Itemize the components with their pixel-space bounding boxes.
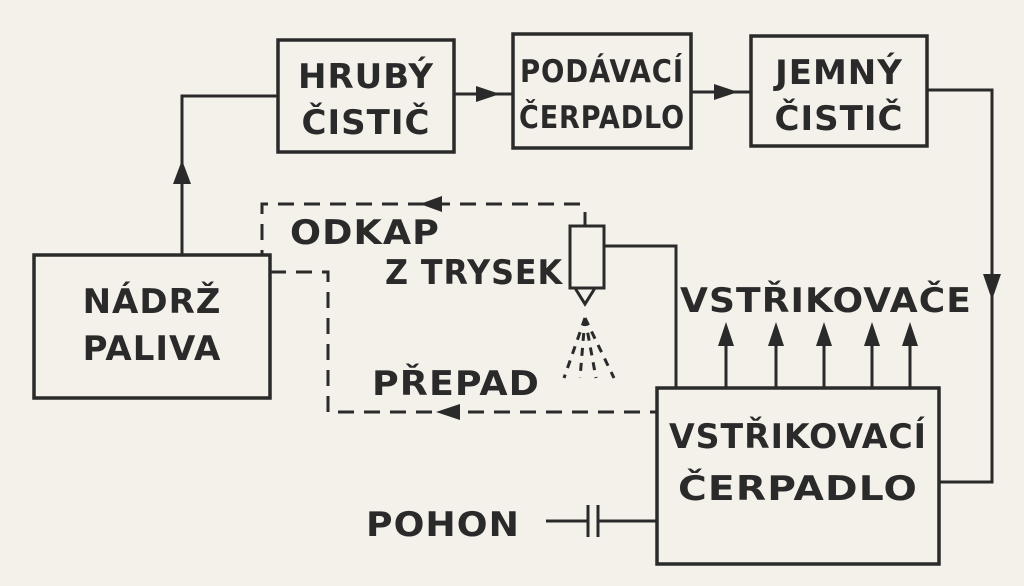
injector-outputs	[718, 322, 918, 388]
injection-pump-label-line1: VSTŘIKOVACÍ	[669, 416, 927, 457]
feed-pump-label-line1: PODÁVACÍ	[520, 54, 684, 90]
line-nozzle-drain-return	[260, 202, 580, 255]
tank-box	[32, 253, 272, 400]
arrow-right-2	[714, 84, 738, 100]
nozzle	[562, 212, 616, 379]
fine-filter-label-line1: JEMNÝ	[773, 52, 903, 93]
nozzle-drain-label-2: Z TRYSEK	[385, 253, 564, 293]
arrow-right-1	[476, 86, 500, 102]
injectors-label: VSTŘIKOVAČE	[680, 280, 972, 321]
tank-label-line2: PALIVA	[83, 329, 222, 369]
arrow-nozzle-drain	[420, 196, 442, 212]
overflow-label: PŘEPAD	[372, 363, 540, 404]
coarse-filter-label-line1: HRUBÝ	[298, 56, 434, 97]
nozzle-drain-label-1: ODKAP	[290, 213, 440, 253]
feed-pump-label-line2: ČERPADLO	[519, 99, 685, 136]
tank-label-line1: NÁDRŽ	[83, 281, 222, 322]
fine-filter-label-line2: ČISTIČ	[775, 98, 904, 139]
drive-label: POHON	[366, 505, 520, 545]
arrow-overflow	[436, 404, 460, 420]
line-nozzle-to-pump	[604, 244, 678, 388]
line-overflow-return	[270, 270, 657, 414]
arrow-down-right-side	[983, 274, 1001, 300]
injection-pump-label-line2: ČERPADLO	[678, 468, 918, 509]
coarse-filter-label-line2: ČISTIČ	[302, 102, 431, 143]
injection-pump-box	[655, 386, 941, 566]
line-tank-to-coarse-filter	[180, 94, 278, 255]
drive-coupling	[546, 505, 657, 537]
arrow-up-tank	[173, 160, 191, 184]
